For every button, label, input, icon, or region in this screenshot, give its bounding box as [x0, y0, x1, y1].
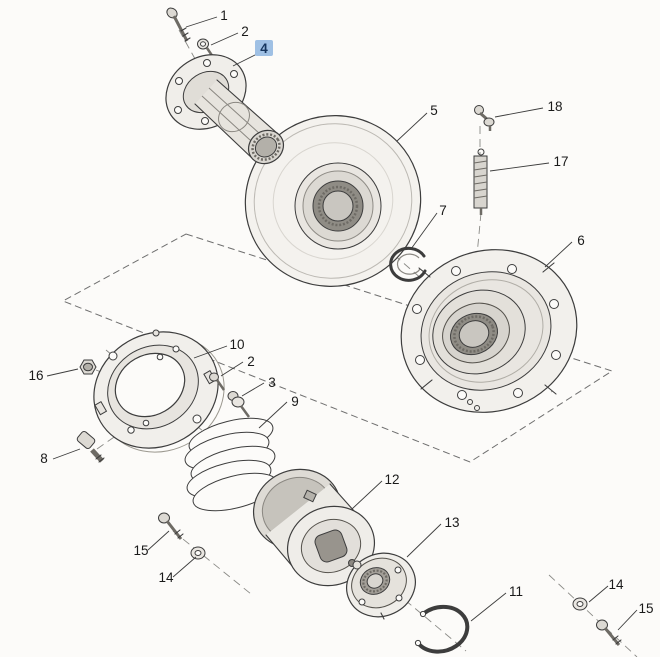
- leader-18: [494, 107, 544, 118]
- leader-15-right: [617, 609, 638, 631]
- callout-16[interactable]: 16: [28, 368, 43, 383]
- bolt15-left-axis-line: [172, 530, 252, 595]
- callout-13[interactable]: 13: [444, 515, 459, 530]
- part-15-bolt-left: [158, 512, 184, 540]
- callout-14-right[interactable]: 14: [608, 577, 624, 592]
- callout-6[interactable]: 6: [577, 233, 585, 248]
- callout-2-top[interactable]: 2: [241, 24, 249, 39]
- leader-17: [489, 162, 550, 172]
- callout-1[interactable]: 1: [220, 8, 228, 23]
- part-15-bolt-right: [596, 619, 622, 646]
- leader-3: [241, 382, 265, 397]
- part-16-nut: [79, 359, 97, 375]
- callouts: 1 2 4 5 18 17 7 6 16 10 2 3 9 8 12 13 15…: [28, 8, 653, 616]
- leader-1: [185, 16, 218, 28]
- part-14-washer-left: [190, 546, 206, 560]
- callout-10[interactable]: 10: [229, 337, 244, 352]
- part-11-snap-ring: [414, 604, 470, 654]
- part-10-backing-plate: [93, 329, 225, 453]
- leader-5: [396, 112, 428, 142]
- leader-4: [232, 53, 258, 67]
- leader-7: [410, 212, 438, 250]
- part-5-pulley-disc: [244, 115, 422, 287]
- callout-11[interactable]: 11: [509, 584, 523, 599]
- callout-2-lower[interactable]: 2: [247, 354, 255, 369]
- callout-9[interactable]: 9: [291, 394, 299, 409]
- bolt15-right-axis-line: [548, 574, 638, 657]
- part-18-grease-fitting: [474, 105, 495, 131]
- leader-lines: [46, 16, 638, 631]
- part-4-flanged-hub: [165, 54, 285, 165]
- part-13-splined-hub: [346, 552, 416, 620]
- leader-2-lower: [220, 361, 244, 377]
- part-2-screw-lower: [209, 372, 226, 391]
- callout-15-left[interactable]: 15: [133, 543, 148, 558]
- callout-4-selected[interactable]: 4: [260, 41, 268, 56]
- callout-17[interactable]: 17: [553, 154, 568, 169]
- leader-14-left: [172, 556, 197, 578]
- callout-3[interactable]: 3: [268, 375, 276, 390]
- part-7-ring: [389, 246, 427, 282]
- callout-12[interactable]: 12: [384, 472, 399, 487]
- callout-4-highlight: [255, 40, 273, 56]
- leader-6: [544, 241, 573, 268]
- callout-14-left[interactable]: 14: [158, 570, 174, 585]
- part-3-bolt: [227, 391, 251, 418]
- leader-9: [258, 401, 288, 429]
- part-14-washer-right: [572, 597, 588, 611]
- callout-18[interactable]: 18: [547, 99, 562, 114]
- part-17-spring-rod: [473, 148, 488, 215]
- leader-16: [46, 368, 79, 377]
- leader-12: [351, 480, 383, 510]
- leader-15-left: [147, 530, 170, 551]
- leader-13: [406, 523, 442, 558]
- part-6-pulley-disc: [400, 249, 578, 413]
- leader-10: [193, 345, 228, 359]
- part-9-coil-spring: [184, 417, 278, 512]
- callout-5[interactable]: 5: [430, 103, 438, 118]
- part-8-bolt: [76, 430, 105, 463]
- callout-7[interactable]: 7: [439, 203, 447, 218]
- bolt1-axis-line: [178, 29, 200, 67]
- callout-15-right[interactable]: 15: [638, 601, 653, 616]
- leader-11: [470, 592, 507, 622]
- leader-14-right: [588, 585, 609, 603]
- leader-2-top: [210, 32, 239, 46]
- callout-8[interactable]: 8: [40, 451, 48, 466]
- leader-8: [52, 448, 81, 460]
- part-1-bolt: [166, 7, 191, 42]
